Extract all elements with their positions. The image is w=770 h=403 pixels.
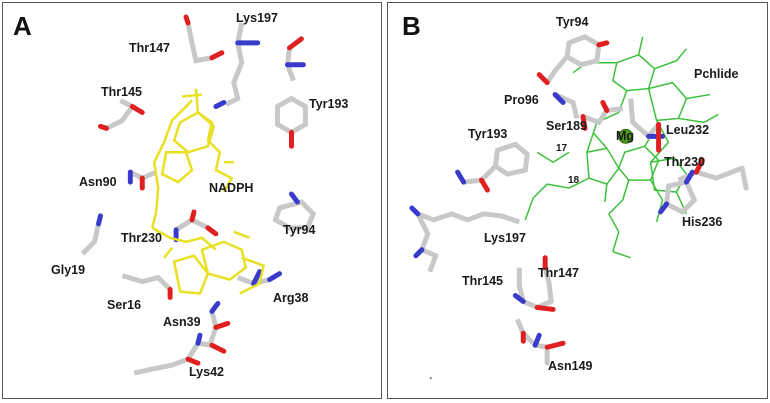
label-mg: Mg [616, 129, 635, 143]
label-thr230: Thr230 [664, 155, 705, 169]
label-lys197: Lys197 [236, 11, 278, 25]
label-thr230: Thr230 [121, 231, 162, 245]
label-thr145: Thr145 [462, 274, 503, 288]
magnesium-atom [618, 128, 634, 144]
label-lys197: Lys197 [484, 231, 526, 245]
stray-dot [429, 377, 432, 380]
label-ser16: Ser16 [107, 298, 142, 312]
label-tyr94: Tyr94 [283, 223, 316, 237]
label-asn39: Asn39 [163, 315, 201, 329]
label-his236: His236 [682, 215, 723, 229]
pchlide-ligand [524, 36, 719, 259]
label-thr145: Thr145 [101, 85, 142, 99]
residue-sticks-b [409, 34, 749, 366]
label-thr147: Thr147 [538, 266, 579, 280]
panel-a-structure [80, 14, 317, 376]
label-tyr94: Tyr94 [556, 15, 589, 29]
panel-b: B Tyr94 Pchlide Pro96 Ser189 Mg Leu232 T… [387, 2, 768, 399]
panel-a: A Lys197 Thr147 Thr145 Tyr193 Asn90 NADP… [2, 2, 382, 399]
label-leu232: Leu232 [666, 123, 710, 137]
residue-sticks-a [80, 14, 317, 376]
label-atom-17: 17 [556, 143, 568, 154]
label-ser189: Ser189 [546, 119, 588, 133]
panel-b-letter: B [402, 11, 421, 41]
label-asn149: Asn149 [548, 359, 593, 373]
label-nadph: NADPH [209, 181, 254, 195]
label-tyr193: Tyr193 [309, 97, 349, 111]
label-atom-18: 18 [568, 175, 580, 186]
label-lys42: Lys42 [189, 365, 224, 379]
label-gly19: Gly19 [51, 263, 86, 277]
label-thr147: Thr147 [129, 41, 170, 55]
label-pro96: Pro96 [504, 93, 539, 107]
panel-a-letter: A [13, 11, 32, 41]
label-tyr193: Tyr193 [468, 127, 508, 141]
panel-b-structure [409, 34, 749, 380]
nadph-ligand [151, 88, 266, 295]
label-asn90: Asn90 [79, 175, 117, 189]
label-arg38: Arg38 [273, 291, 309, 305]
label-pchlide: Pchlide [694, 67, 739, 81]
